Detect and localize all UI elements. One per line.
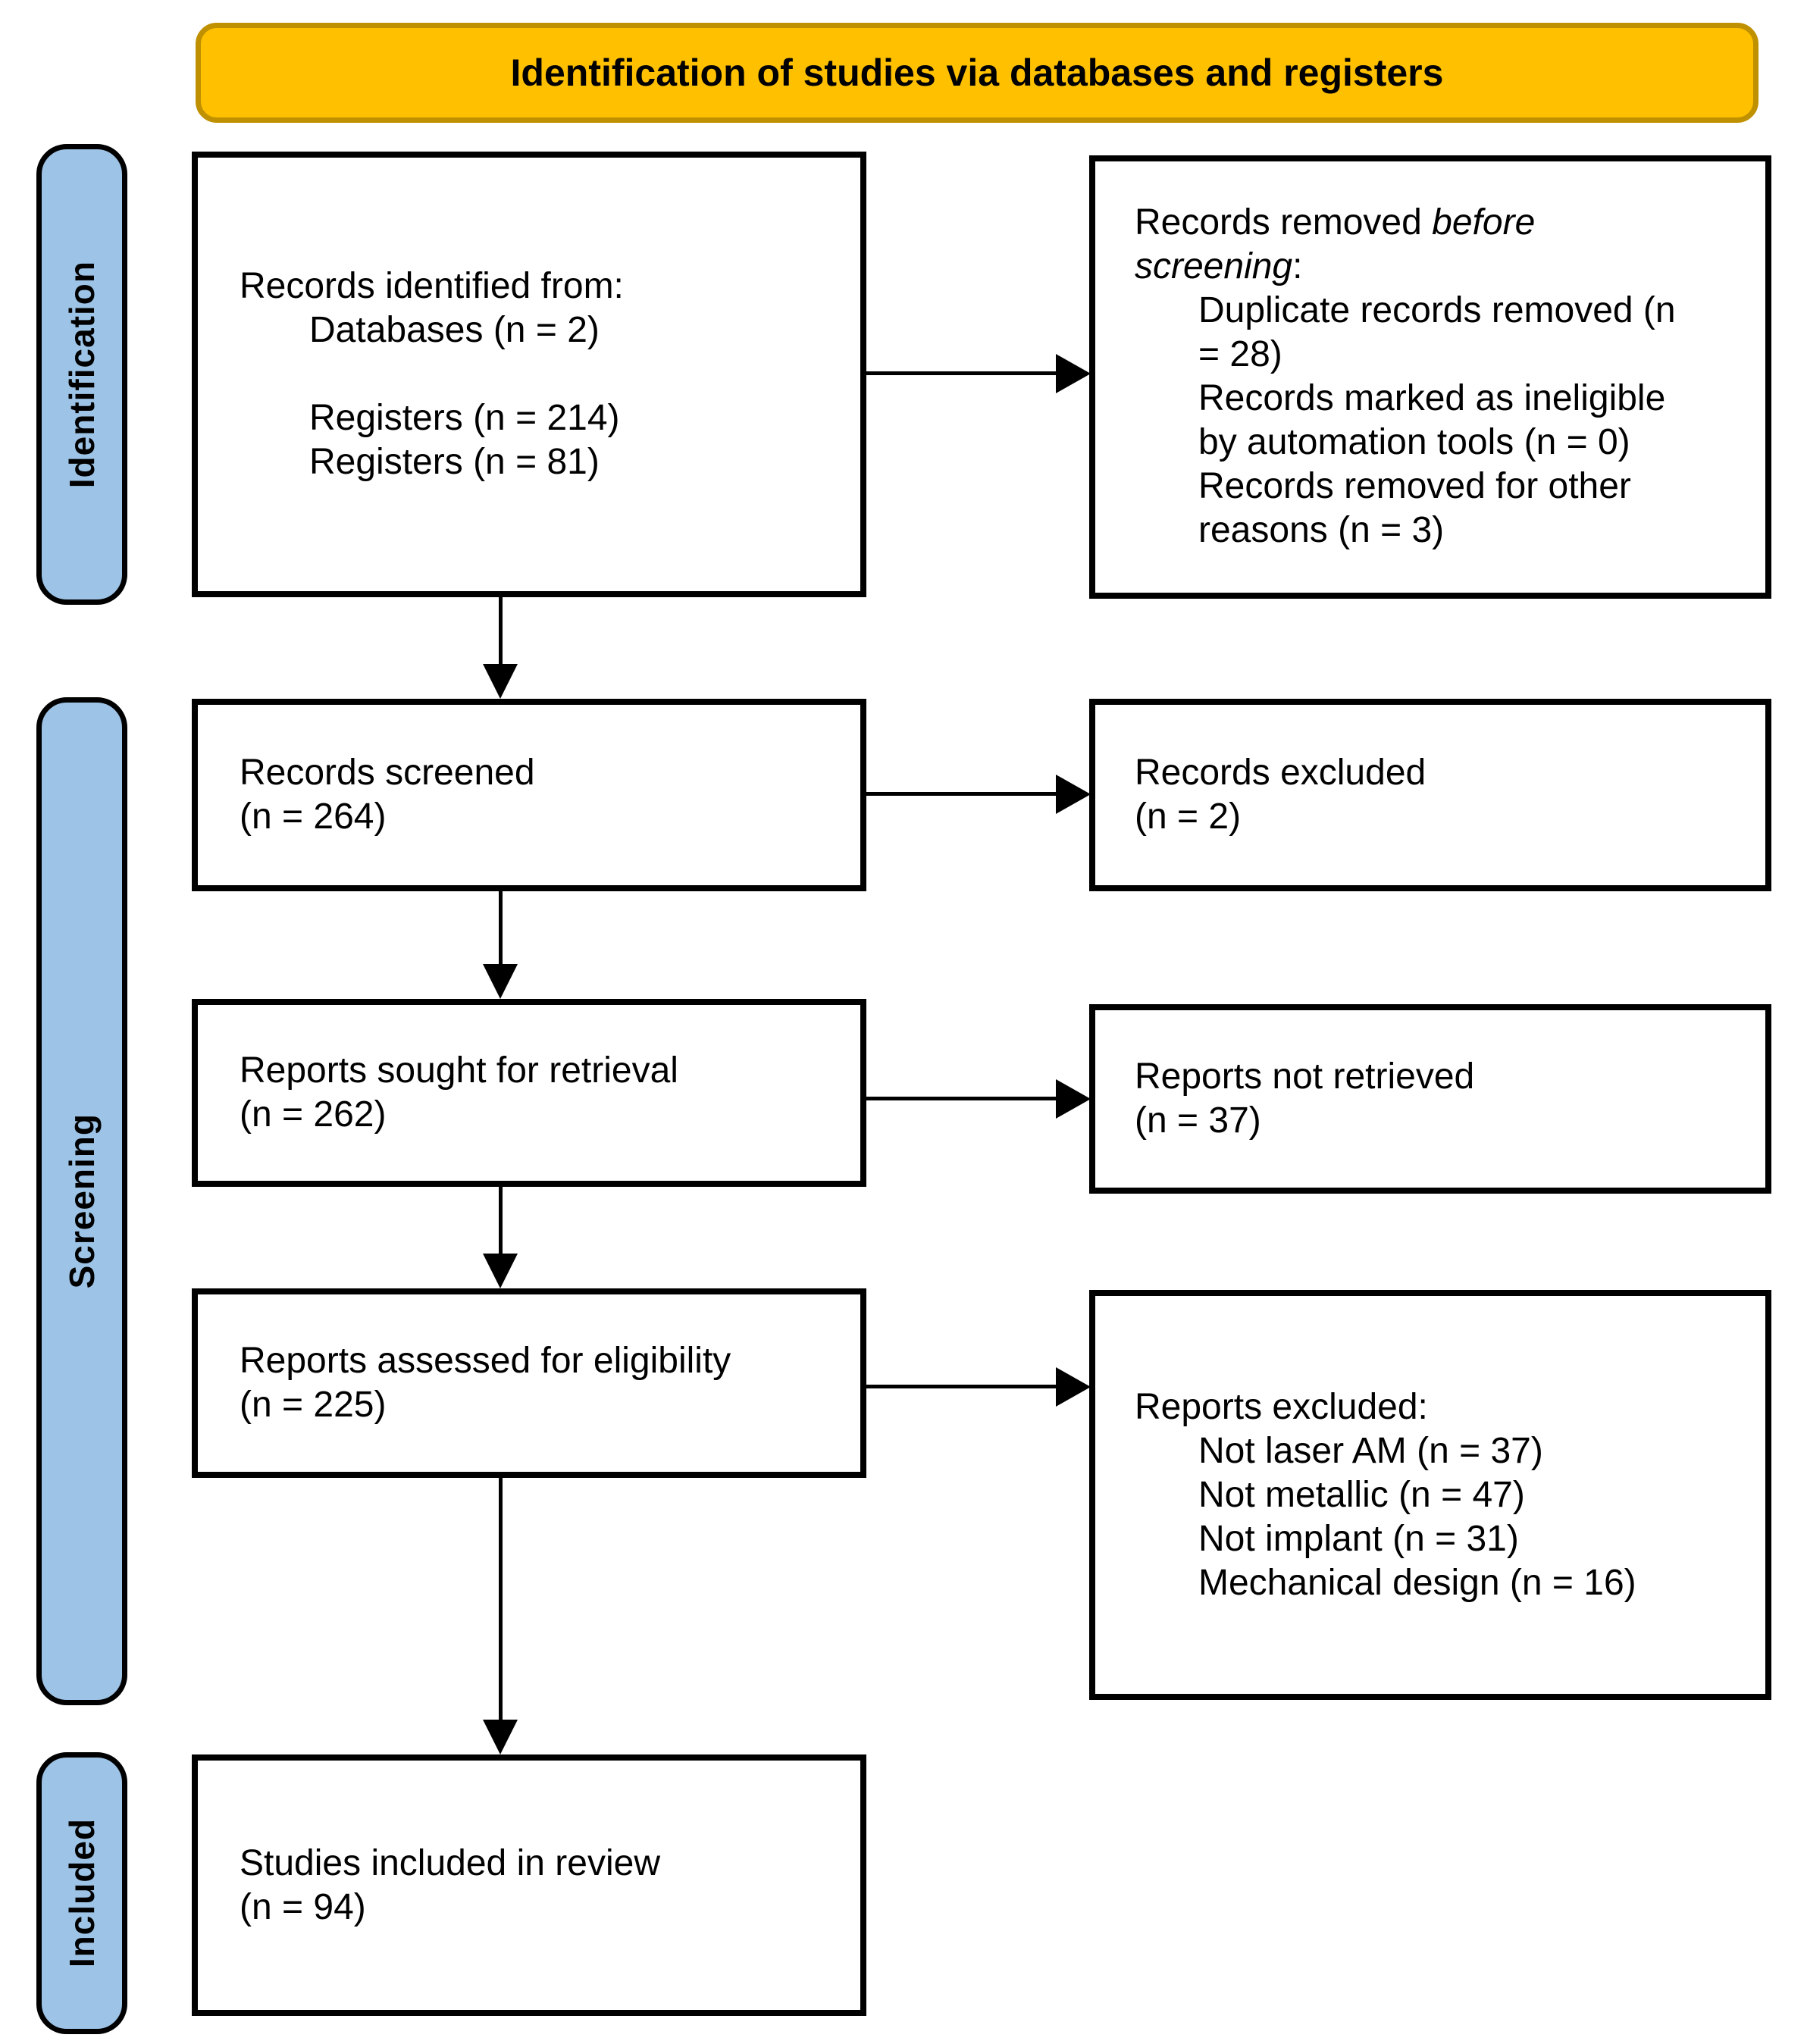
reports-excluded-item-not-implant: Not implant (n = 31) xyxy=(1198,1518,1519,1559)
reports-excluded-intro: Reports excluded: xyxy=(1135,1386,1428,1427)
reports-assessed-count: (n = 225) xyxy=(240,1385,387,1425)
box-reports-not-retrieved: Reports not retrieved (n = 37) xyxy=(1089,1004,1771,1194)
stage-label-identification-text: Identification xyxy=(62,260,102,489)
blank-line xyxy=(240,352,845,396)
arrow-right-sought-to-not-retrieved-icon xyxy=(866,1079,1091,1119)
records-removed-item-other: Records removed for other reasons (n = 3… xyxy=(1198,466,1631,550)
records-removed-intro-post: : xyxy=(1292,246,1303,286)
studies-included-label: Studies included in review xyxy=(240,1842,660,1883)
reports-sought-label: Reports sought for retrieval xyxy=(240,1050,678,1091)
box-studies-included: Studies included in review (n = 94) xyxy=(192,1754,866,2016)
box-records-removed: Records removed before screening: Duplic… xyxy=(1089,155,1771,599)
box-records-excluded: Records excluded (n = 2) xyxy=(1089,699,1771,891)
records-screened-label: Records screened xyxy=(240,753,535,793)
records-screened-count: (n = 264) xyxy=(240,797,387,837)
box-reports-assessed: Reports assessed for eligibility (n = 22… xyxy=(192,1288,866,1478)
studies-included-count: (n = 94) xyxy=(240,1886,366,1927)
records-removed-item-duplicates: Duplicate records removed (n = 28) xyxy=(1198,290,1676,374)
records-excluded-count: (n = 2) xyxy=(1135,797,1242,837)
arrow-right-screened-to-excluded-icon xyxy=(866,775,1091,814)
reports-not-retrieved-count: (n = 37) xyxy=(1135,1100,1261,1141)
arrow-down-assessed-to-included-icon xyxy=(483,1478,518,1754)
stage-label-identification: Identification xyxy=(36,144,127,605)
box-reports-excluded: Reports excluded: Not laser AM (n = 37) … xyxy=(1089,1290,1771,1700)
arrow-down-screened-to-sought-icon xyxy=(483,891,518,999)
records-removed-intro-italic: before screening xyxy=(1135,202,1536,286)
records-excluded-label: Records excluded xyxy=(1135,753,1426,793)
records-removed-intro-pre: Records removed xyxy=(1135,202,1433,243)
records-identified-item-registers-2: Registers (n = 81) xyxy=(309,442,600,482)
records-identified-intro: Records identified from: xyxy=(240,266,624,306)
arrow-down-identified-to-screened-icon xyxy=(483,597,518,699)
banner-title: Identification of studies via databases … xyxy=(196,23,1758,123)
arrow-right-identified-to-removed-icon xyxy=(866,354,1091,393)
arrow-down-sought-to-assessed-icon xyxy=(483,1187,518,1288)
reports-excluded-item-mechanical-design: Mechanical design (n = 16) xyxy=(1198,1562,1636,1603)
stage-label-included: Included xyxy=(36,1752,127,2034)
box-reports-sought: Reports sought for retrieval (n = 262) xyxy=(192,999,866,1187)
records-removed-intro: Records removed before screening: xyxy=(1135,201,1696,289)
records-identified-item-registers-1: Registers (n = 214) xyxy=(309,398,620,438)
arrow-right-assessed-to-excluded-icon xyxy=(866,1367,1091,1407)
reports-assessed-label: Reports assessed for eligibility xyxy=(240,1341,731,1381)
reports-excluded-item-not-laser-am: Not laser AM (n = 37) xyxy=(1198,1430,1543,1471)
stage-label-screening: Screening xyxy=(36,697,127,1705)
reports-excluded-item-not-metallic: Not metallic (n = 47) xyxy=(1198,1474,1525,1515)
stage-label-included-text: Included xyxy=(62,1818,102,1968)
stage-label-screening-text: Screening xyxy=(62,1113,102,1289)
records-removed-item-automation: Records marked as ineligible by automati… xyxy=(1198,378,1666,462)
reports-sought-count: (n = 262) xyxy=(240,1094,387,1135)
box-records-identified: Records identified from: Databases (n = … xyxy=(192,152,866,597)
box-records-screened: Records screened (n = 264) xyxy=(192,699,866,891)
records-identified-item-databases: Databases (n = 2) xyxy=(309,310,600,350)
reports-not-retrieved-label: Reports not retrieved xyxy=(1135,1056,1475,1097)
